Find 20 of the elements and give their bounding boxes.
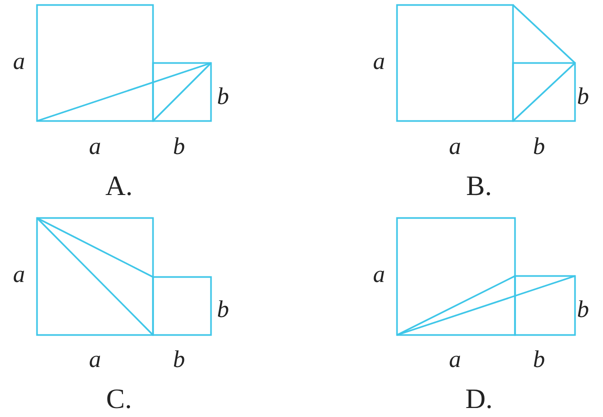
side-length-label: b <box>217 298 229 322</box>
side-length-label: a <box>13 50 25 74</box>
side-length-label: a <box>449 135 461 159</box>
side-length-label: b <box>173 135 185 159</box>
option-label: A. <box>105 173 133 201</box>
side-length-label: a <box>449 348 461 372</box>
side-length-label: a <box>89 348 101 372</box>
option-label: B. <box>466 173 492 201</box>
side-length-label: a <box>373 263 385 287</box>
side-length-label: a <box>373 50 385 74</box>
side-length-label: b <box>173 348 185 372</box>
option-label: C. <box>106 386 132 414</box>
side-length-label: a <box>13 263 25 287</box>
side-length-label: b <box>217 85 229 109</box>
side-length-label: b <box>577 85 589 109</box>
option-label: D. <box>465 386 493 414</box>
side-length-label: a <box>89 135 101 159</box>
side-length-label: b <box>533 348 545 372</box>
side-length-label: b <box>577 298 589 322</box>
side-length-label: b <box>533 135 545 159</box>
